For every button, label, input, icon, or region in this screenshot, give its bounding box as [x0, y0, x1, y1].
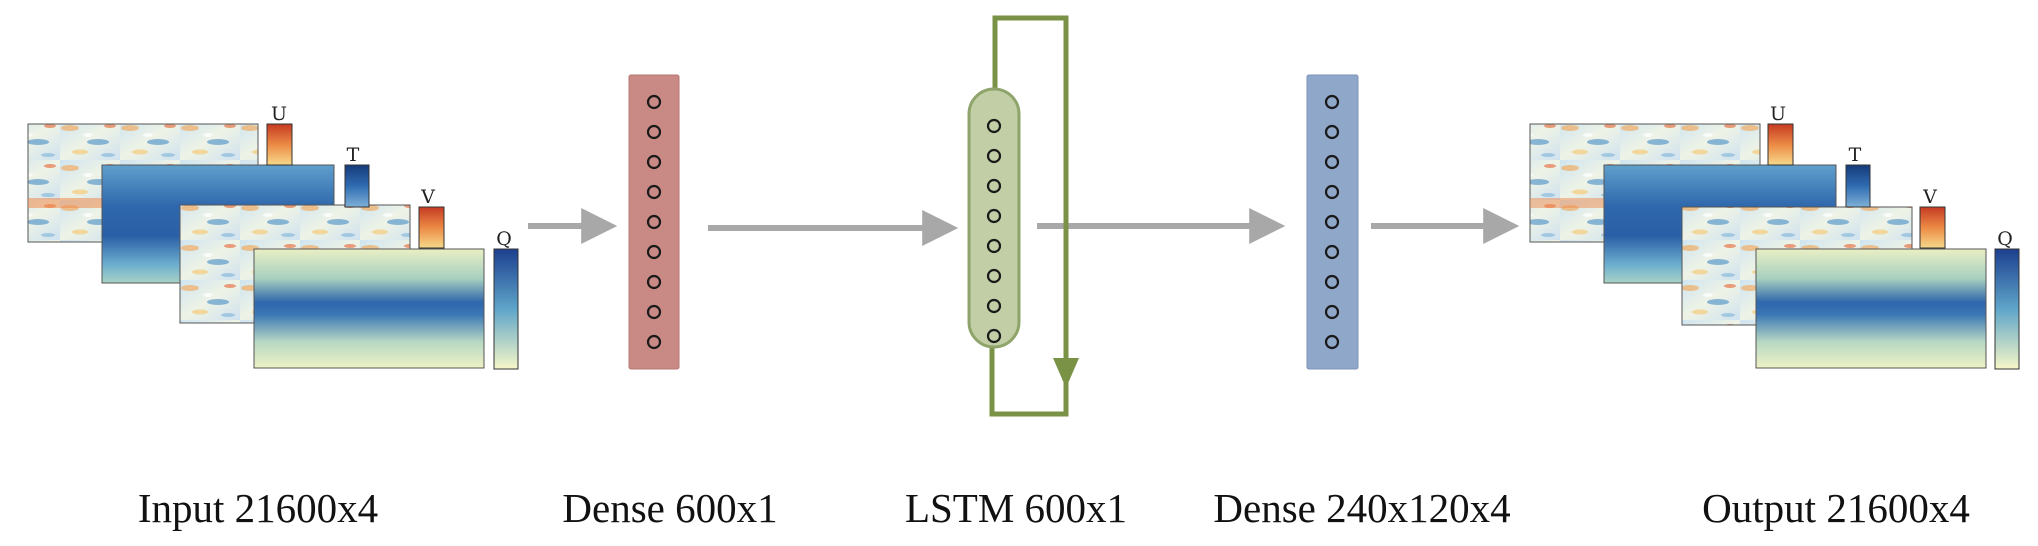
dense-layer-1-node	[646, 214, 662, 230]
caption-lstm: LSTM 600x1	[904, 485, 1128, 531]
dense-layer-1-node	[646, 274, 662, 290]
input-map-q	[253, 248, 485, 369]
dense-layer-1-node	[646, 94, 662, 110]
output-colorbar-t: T	[1845, 144, 1871, 208]
input-colorbar-q: Q	[493, 228, 519, 370]
input-colorbar-v: V	[418, 186, 445, 249]
lstm-layer-node	[986, 298, 1002, 314]
lstm-layer-node	[986, 178, 1002, 194]
dense-layer-2	[1306, 74, 1359, 370]
output-colorbar-u: U	[1767, 103, 1794, 166]
input-colorbar-v-label: V	[420, 186, 435, 208]
dense-layer-1-nodes	[646, 94, 662, 350]
input-stack: U T V Q	[27, 103, 519, 370]
lstm-layer-node	[986, 118, 1002, 134]
dense-layer-1-node	[646, 184, 662, 200]
input-colorbar-u: U	[266, 103, 293, 166]
dense-layer-1-node	[646, 304, 662, 320]
dense-layer-2-node	[1324, 274, 1340, 290]
output-colorbar-q-label: Q	[1997, 228, 2013, 250]
dense-layer-2-node	[1324, 94, 1340, 110]
output-colorbar-t-label: T	[1849, 144, 1862, 166]
output-map-q	[1755, 248, 1987, 369]
input-colorbar-q-label: Q	[496, 228, 512, 250]
lstm-layer-node	[986, 268, 1002, 284]
caption-input: Input 21600x4	[137, 485, 379, 531]
dense-layer-1-node	[646, 154, 662, 170]
dense-layer-2-node	[1324, 334, 1340, 350]
output-stack: U T V Q	[1529, 103, 2020, 370]
dense-layer-2-node	[1324, 124, 1340, 140]
output-colorbar-v: V	[1919, 186, 1946, 249]
dense-layer-2-node	[1324, 304, 1340, 320]
dense-layer-1-node	[646, 244, 662, 260]
output-colorbar-v-label: V	[1922, 186, 1937, 208]
input-colorbar-u-label: U	[271, 103, 287, 125]
dense-layer-2-nodes	[1324, 94, 1340, 350]
lstm-layer-node	[986, 148, 1002, 164]
output-colorbar-q: Q	[1994, 228, 2020, 370]
lstm-loop-arrowhead	[1053, 358, 1079, 388]
dense-layer-2-node	[1324, 244, 1340, 260]
dense-layer-2-node	[1324, 184, 1340, 200]
dense-layer-2-node	[1324, 154, 1340, 170]
input-colorbar-t: T	[344, 144, 370, 208]
lstm-layer-node	[986, 208, 1002, 224]
lstm-layer-node	[986, 328, 1002, 344]
lstm-layer	[967, 15, 1079, 417]
caption-dense-1: Dense 600x1	[562, 485, 778, 531]
lstm-layer-nodes	[986, 118, 1002, 344]
lstm-recurrent-loop	[989, 15, 1069, 417]
lstm-layer-node	[986, 238, 1002, 254]
caption-output: Output 21600x4	[1702, 485, 1970, 531]
output-colorbar-u-label: U	[1770, 103, 1786, 125]
caption-dense-2: Dense 240x120x4	[1213, 485, 1511, 531]
dense-layer-1-node	[646, 334, 662, 350]
dense-layer-2-node	[1324, 214, 1340, 230]
dense-layer-1-node	[646, 124, 662, 140]
input-colorbar-t-label: T	[347, 144, 360, 166]
dense-layer-1	[628, 74, 680, 370]
